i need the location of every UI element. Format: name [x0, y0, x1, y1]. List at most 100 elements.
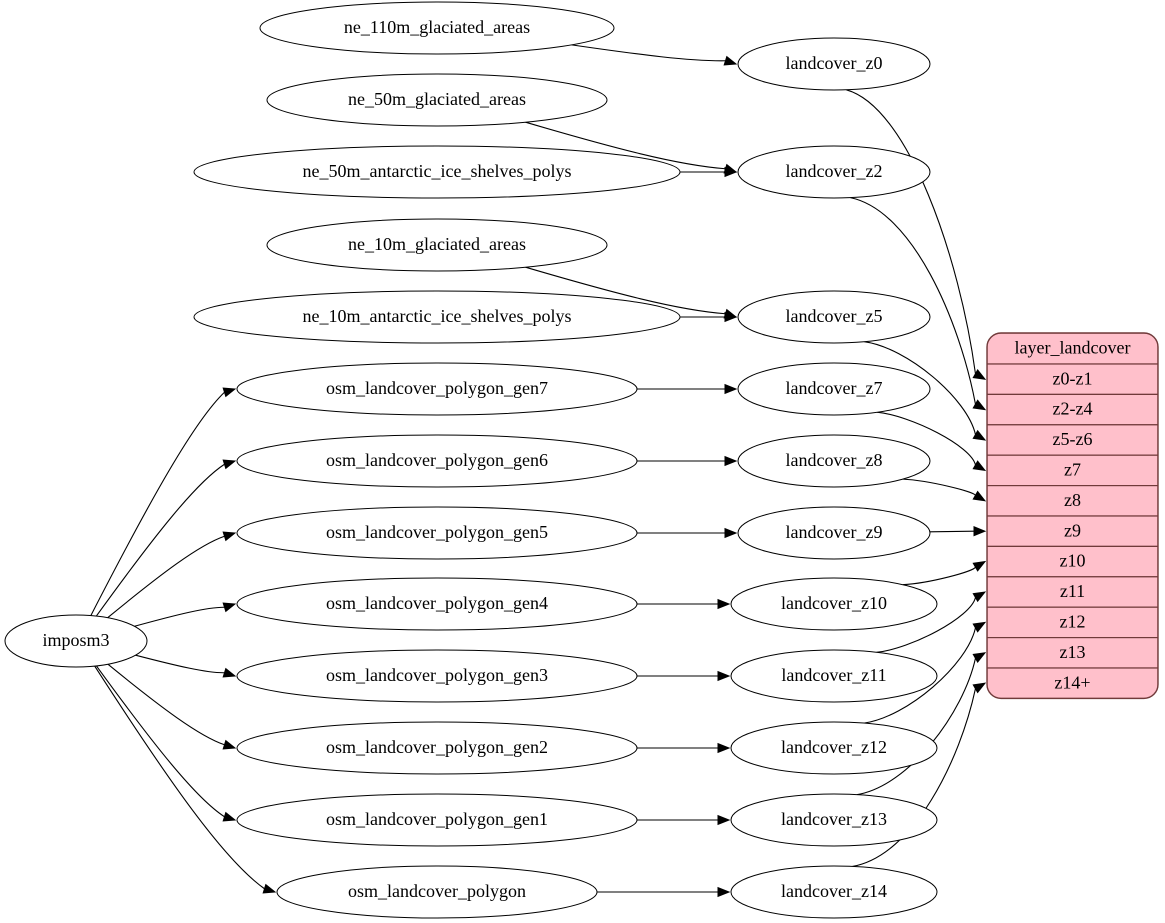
- node-shape-landcover_z12: [730, 721, 938, 775]
- node-shape-landcover_z11: [730, 649, 938, 703]
- edge-imposm3-to-osm_landcover_polygon_gen2: [107, 663, 225, 746]
- node-osm_landcover_polygon_gen7[interactable]: osm_landcover_polygon_gen7: [236, 362, 638, 416]
- table-outline: [986, 332, 1159, 700]
- layer-landcover-table[interactable]: layer_landcoverz0-z1z2-z4z5-z6z7z8z9z10z…: [986, 332, 1159, 700]
- layer-table-body: [987, 333, 1158, 699]
- edge-imposm3-to-osm_landcover_polygon_gen7-arrow: [222, 387, 237, 398]
- node-landcover_z13[interactable]: landcover_z13: [730, 793, 938, 847]
- node-landcover_z9[interactable]: landcover_z9: [737, 506, 931, 560]
- edge-landcover_z10-to-z10: [902, 566, 976, 586]
- edge-landcover_z0-to-z0-z1-arrow: [972, 369, 987, 380]
- node-ne_110m_glaciated_areas[interactable]: ne_110m_glaciated_areas: [259, 1, 615, 55]
- edge-osm_landcover_polygon_gen7-to-landcover_z7-arrow: [724, 383, 738, 395]
- node-shape-landcover_z13: [730, 793, 938, 847]
- edge-ne_110m_glaciated_areas-to-landcover_z0: [571, 44, 726, 62]
- edge-landcover_z9-to-z9-arrow: [973, 526, 987, 537]
- node-shape-landcover_z10: [730, 577, 938, 631]
- node-ne_50m_glaciated_areas[interactable]: ne_50m_glaciated_areas: [266, 73, 608, 127]
- edge-landcover_z10-to-z10-arrow: [972, 560, 987, 572]
- node-imposm3[interactable]: imposm3: [4, 614, 148, 668]
- edge-imposm3-to-osm_landcover_polygon: [94, 665, 265, 890]
- node-osm_landcover_polygon_gen2[interactable]: osm_landcover_polygon_gen2: [236, 721, 638, 775]
- node-shape-landcover_z5: [737, 290, 931, 344]
- node-ne_10m_antarctic_ice_shelves_polys[interactable]: ne_10m_antarctic_ice_shelves_polys: [193, 290, 681, 344]
- node-landcover_z5[interactable]: landcover_z5: [737, 290, 931, 344]
- edge-imposm3-to-osm_landcover_polygon_gen7: [90, 391, 225, 616]
- node-landcover_z14[interactable]: landcover_z14: [730, 865, 938, 919]
- edge-imposm3-to-osm_landcover_polygon-arrow: [262, 883, 277, 894]
- node-landcover_z2[interactable]: landcover_z2: [737, 145, 931, 199]
- table-row-z0-z1[interactable]: [987, 363, 1158, 395]
- node-shape-ne_10m_antarctic_ice_shelves_polys: [193, 290, 681, 344]
- edge-imposm3-to-osm_landcover_polygon_gen5: [107, 535, 225, 619]
- edge-landcover_z13-to-z13-arrow: [972, 652, 987, 663]
- node-osm_landcover_polygon[interactable]: osm_landcover_polygon: [276, 865, 598, 919]
- nodes-layer: imposm3 ne_110m_glaciated_areas ne_50m_gla…: [4, 1, 938, 919]
- node-osm_landcover_polygon_gen4[interactable]: osm_landcover_polygon_gen4: [236, 577, 638, 631]
- edge-imposm3-to-osm_landcover_polygon_gen3: [135, 654, 225, 674]
- edge-imposm3-to-osm_landcover_polygon_gen4-arrow: [222, 602, 237, 613]
- node-shape-landcover_z0: [737, 37, 931, 91]
- edge-osm_landcover_polygon_gen3-to-landcover_z11-arrow: [717, 670, 731, 682]
- edge-landcover_z7-to-z7: [877, 411, 976, 466]
- edge-osm_landcover_polygon_gen2-to-landcover_z12-arrow: [717, 742, 731, 754]
- edge-landcover_z0-to-z0-z1: [846, 89, 976, 374]
- node-shape-osm_landcover_polygon: [276, 865, 598, 919]
- edge-ne_110m_glaciated_areas-to-landcover_z0-arrow: [723, 55, 738, 66]
- node-shape-landcover_z2: [737, 145, 931, 199]
- node-shape-ne_10m_glaciated_areas: [266, 218, 608, 272]
- table-row-z7[interactable]: [987, 454, 1158, 487]
- node-shape-landcover_z8: [737, 434, 931, 488]
- edge-landcover_z14-to-z14+-arrow: [972, 682, 987, 694]
- edge-ne_50m_antarctic_ice_shelves_polys-to-landcover_z2-arrow: [724, 166, 738, 178]
- node-shape-osm_landcover_polygon_gen4: [236, 577, 638, 631]
- node-osm_landcover_polygon_gen6[interactable]: osm_landcover_polygon_gen6: [236, 434, 638, 488]
- node-landcover_z11[interactable]: landcover_z11: [730, 649, 938, 703]
- node-shape-ne_110m_glaciated_areas: [259, 1, 615, 55]
- edge-landcover_z9-to-z9: [929, 530, 975, 533]
- edge-landcover_z5-to-z5-z6-arrow: [972, 429, 987, 441]
- node-landcover_z0[interactable]: landcover_z0: [737, 37, 931, 91]
- node-osm_landcover_polygon_gen1[interactable]: osm_landcover_polygon_gen1: [236, 793, 638, 847]
- edge-landcover_z7-to-z7-arrow: [972, 460, 987, 472]
- node-shape-osm_landcover_polygon_gen5: [236, 506, 638, 560]
- edge-landcover_z2-to-z2-z4-arrow: [972, 399, 987, 411]
- table-row-z2-z4[interactable]: [987, 393, 1158, 426]
- node-shape-osm_landcover_polygon_gen6: [236, 434, 638, 488]
- table-row-z8[interactable]: [987, 485, 1158, 517]
- node-shape-ne_50m_glaciated_areas: [266, 73, 608, 127]
- node-shape-osm_landcover_polygon_gen1: [236, 793, 638, 847]
- node-shape-landcover_z14: [730, 865, 938, 919]
- table-row-z12[interactable]: [987, 606, 1158, 639]
- table-row-z11[interactable]: [987, 576, 1158, 608]
- node-shape-osm_landcover_polygon_gen7: [236, 362, 638, 416]
- node-osm_landcover_polygon_gen3[interactable]: osm_landcover_polygon_gen3: [236, 649, 638, 703]
- table-row-z10[interactable]: [987, 545, 1158, 578]
- node-osm_landcover_polygon_gen5[interactable]: osm_landcover_polygon_gen5: [236, 506, 638, 560]
- node-landcover_z8[interactable]: landcover_z8: [737, 434, 931, 488]
- edge-imposm3-to-osm_landcover_polygon_gen5-arrow: [222, 531, 237, 542]
- edge-osm_landcover_polygon-to-landcover_z14-arrow: [717, 886, 731, 898]
- edge-landcover_z12-to-z12-arrow: [972, 621, 987, 633]
- table-row-z14+[interactable]: [987, 667, 1158, 699]
- edge-landcover_z5-to-z5-z6: [864, 341, 976, 435]
- edge-landcover_z12-to-z12: [863, 627, 976, 724]
- node-ne_50m_antarctic_ice_shelves_polys[interactable]: ne_50m_antarctic_ice_shelves_polys: [193, 145, 681, 199]
- node-landcover_z12[interactable]: landcover_z12: [730, 721, 938, 775]
- edge-landcover_z2-to-z2-z4: [850, 197, 976, 405]
- node-ne_10m_glaciated_areas[interactable]: ne_10m_glaciated_areas: [266, 218, 608, 272]
- edge-landcover_z11-to-z11: [876, 597, 976, 653]
- node-landcover_z10[interactable]: landcover_z10: [730, 577, 938, 631]
- edge-imposm3-to-osm_landcover_polygon_gen4: [134, 606, 225, 627]
- edge-imposm3-to-osm_landcover_polygon_gen1-arrow: [222, 811, 237, 822]
- edge-landcover_z8-to-z8: [902, 478, 976, 496]
- table-row-z13[interactable]: [987, 636, 1158, 669]
- node-landcover_z7[interactable]: landcover_z7: [737, 362, 931, 416]
- node-shape-osm_landcover_polygon_gen3: [236, 649, 638, 703]
- edge-landcover_z8-to-z8-arrow: [972, 490, 987, 502]
- edge-landcover_z14-to-z14+: [852, 688, 976, 867]
- table-row-z5-z6[interactable]: [987, 424, 1158, 456]
- table-row-z9[interactable]: [987, 515, 1158, 547]
